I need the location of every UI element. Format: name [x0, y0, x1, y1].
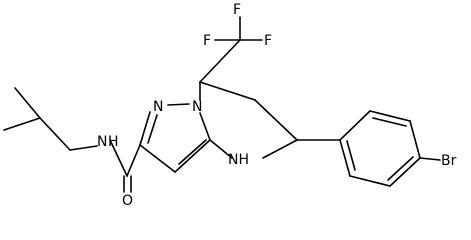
- bond-ar3-ar4: [409, 120, 421, 159]
- oxygen-label: O: [122, 193, 133, 209]
- structure-canvas: F F F N N N H O NH Br: [3, 2, 457, 209]
- bond-c3-c3a: [174, 139, 211, 173]
- fluorine-top-label: F: [233, 2, 241, 18]
- molecule-diagram: F F F N N N H O NH Br: [3, 2, 457, 209]
- bond-ch2-ch: [39, 117, 71, 151]
- amide-nitrogen-label: N: [97, 134, 107, 150]
- ring-nitrogen-bridge-label: N: [192, 99, 202, 115]
- bond-c2-c3: [139, 144, 176, 173]
- ring-nitrogen-double-label: N: [153, 99, 163, 115]
- bond-n1-c2-double: [147, 114, 158, 144]
- bond-c6-c5: [254, 99, 298, 141]
- bromine-label: Br: [441, 153, 457, 169]
- bond-ch-me1: [14, 87, 41, 119]
- bond-ar4-ar5: [389, 157, 421, 187]
- bond-ar5-ar6: [349, 175, 391, 187]
- bond-n8-n1: [167, 103, 190, 106]
- bond-n4-c3a: [209, 139, 233, 159]
- bond-cf3-c7: [199, 39, 241, 83]
- fluorine-left-label: F: [203, 33, 211, 49]
- bond-ar2-ar3-inner: [372, 117, 407, 127]
- bond-ar6-ar1-inner: [346, 140, 356, 171]
- bond-ar1-ar2: [339, 110, 371, 141]
- bond-c3-c3a-double: [178, 139, 207, 165]
- bond-c7-c6: [199, 81, 256, 101]
- bond-ar6-ar1: [339, 139, 351, 177]
- bond-n8-c3a: [199, 112, 211, 141]
- bond-ar4-ar5-inner: [387, 156, 414, 181]
- bond-ar2-ar3: [369, 110, 411, 122]
- bond-ch-me2: [3, 117, 41, 131]
- bond-c5-n4: [262, 139, 298, 159]
- bond-n-ch2: [69, 145, 98, 151]
- bond-n1-c2: [139, 111, 151, 146]
- bond-c2-carbonyl: [126, 144, 141, 177]
- amide-hydrogen-label: H: [108, 134, 119, 150]
- amine-nh-label: NH: [228, 152, 249, 168]
- bond-carbonyl-n: [109, 139, 128, 177]
- bond-ar4-br: [419, 157, 441, 161]
- fluorine-right-label: F: [264, 33, 272, 49]
